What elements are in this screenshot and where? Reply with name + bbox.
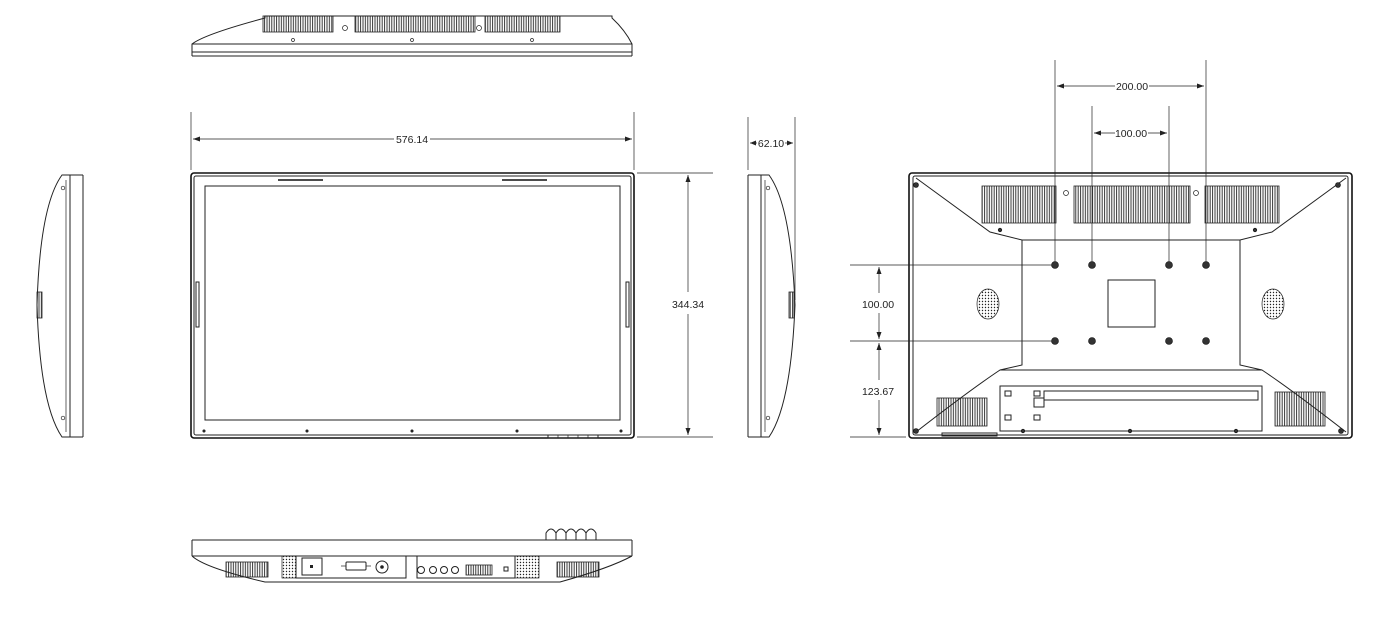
rear-speaker-right — [1261, 288, 1285, 320]
front-buttons — [545, 528, 597, 540]
top-vent-left — [262, 15, 334, 33]
rear-vent-center — [1073, 185, 1191, 224]
rear-speaker-left — [976, 288, 1000, 320]
vesa-inner-label: 100.00 — [1115, 128, 1147, 140]
front-view: 576.14 344.34 — [190, 112, 713, 439]
rear-view: 200.00 100.00 100.00 123.67 — [850, 60, 1353, 439]
vesa-outer-label: 200.00 — [1116, 81, 1148, 93]
screen-area — [204, 185, 621, 421]
vesa-vertical-label: 100.00 — [862, 299, 894, 311]
side-depth-label: 62.10 — [758, 138, 784, 150]
left-side-view — [36, 174, 84, 438]
top-view — [191, 15, 633, 57]
right-side-view: 62.10 — [747, 117, 796, 438]
top-vent-center — [354, 15, 476, 33]
rear-vent-left — [981, 185, 1057, 224]
bottom-offset-label: 123.67 — [862, 386, 894, 398]
bottom-view — [191, 528, 633, 583]
front-width-label: 576.14 — [396, 134, 428, 146]
top-vent-right — [484, 15, 561, 33]
front-height-label: 344.34 — [672, 299, 704, 311]
rear-vent-right — [1204, 185, 1280, 224]
vesa-holes — [1051, 261, 1210, 345]
